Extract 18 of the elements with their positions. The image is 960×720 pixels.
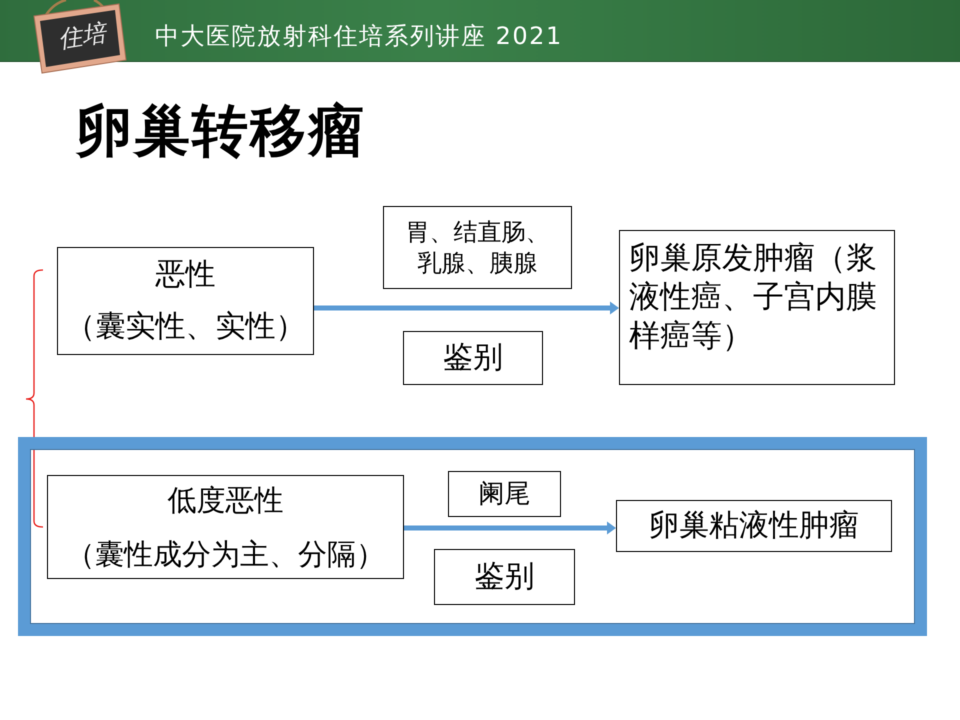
header-title: 中大医院放射科住培系列讲座 2021: [155, 22, 563, 51]
category-box: [47, 475, 404, 579]
arrow: [404, 522, 616, 534]
heading-text: 低度恶性: [168, 482, 284, 518]
chalkboard-text: 住培: [56, 18, 108, 54]
heading-text: 恶性: [156, 257, 216, 293]
arrow: [314, 302, 619, 314]
label-box: 鉴别: [403, 331, 543, 385]
diagnosis-box: 卵巢原发肿瘤（浆液性癌、子宫内膜样癌等）: [619, 230, 895, 385]
highlight-frame: [18, 437, 927, 636]
detail-text: （囊性成分为主、分隔）: [66, 536, 385, 572]
slide-title: 卵巢转移瘤: [76, 98, 366, 166]
label-box: 阑尾: [448, 471, 561, 517]
label-box: 鉴别: [434, 549, 575, 605]
category-box: [57, 247, 314, 355]
diagnosis-box: 卵巢粘液性肿瘤: [616, 500, 892, 552]
site-list-box: 胃、结直肠、乳腺、胰腺: [383, 206, 572, 289]
detail-text: （囊实性、实性）: [66, 309, 306, 345]
